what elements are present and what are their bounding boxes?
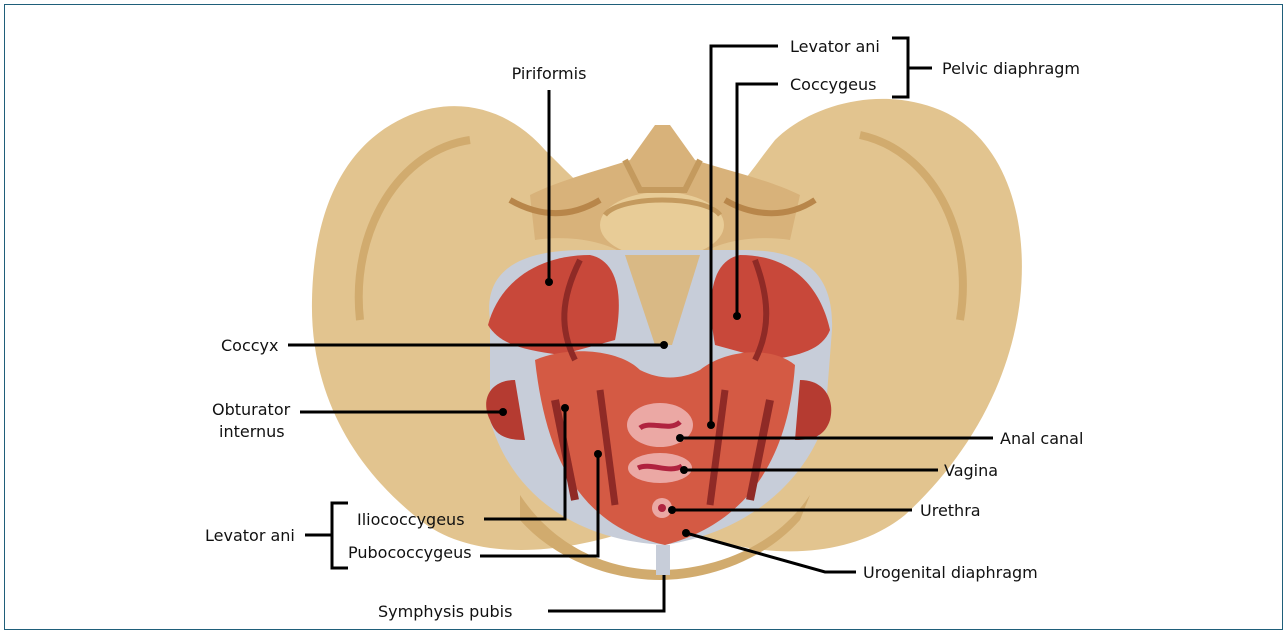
piriformis-dot	[545, 278, 553, 286]
pubococcygeus-dot	[594, 450, 602, 458]
urethra-dot	[668, 506, 676, 514]
urethra-lumen	[658, 504, 666, 512]
pelvic-diaphragm-bracket	[892, 38, 908, 97]
vagina-label: Vagina	[944, 461, 998, 480]
coccyx-dot	[660, 341, 668, 349]
levator-ani-top-dot	[707, 421, 715, 429]
obturator-label-line1: Obturator	[212, 400, 291, 419]
coccygeus-dot	[733, 312, 741, 320]
vagina-dot	[680, 466, 688, 474]
obturator-dot	[499, 408, 507, 416]
anal-canal-label: Anal canal	[1000, 429, 1083, 448]
coccyx-label: Coccyx	[221, 336, 279, 355]
iliococcygeus-dot	[561, 404, 569, 412]
sacrum	[510, 125, 815, 258]
symphysis-pubis-label: Symphysis pubis	[378, 602, 512, 621]
pelvic-diaphragm-label: Pelvic diaphragm	[942, 59, 1080, 78]
levator-ani-left-bracket	[332, 503, 348, 568]
iliococcygeus-label: Iliococcygeus	[357, 510, 465, 529]
piriformis-label: Piriformis	[512, 64, 587, 83]
anal-canal-dot	[676, 434, 684, 442]
symphysis-pubis-cartilage	[656, 545, 670, 575]
urethra-label: Urethra	[920, 501, 981, 520]
symphysis-pubis-leader	[548, 575, 664, 611]
obturator-label-line2: internus	[219, 422, 285, 441]
coccygeus-label: Coccygeus	[790, 75, 877, 94]
levator-ani-left-label: Levator ani	[205, 526, 295, 545]
urogenital-dot	[682, 529, 690, 537]
levator-ani-top-label: Levator ani	[790, 37, 880, 56]
vagina-lumen	[638, 466, 682, 469]
urogenital-diaphragm-label: Urogenital diaphragm	[863, 563, 1038, 582]
pubococcygeus-label: Pubococcygeus	[348, 543, 472, 562]
